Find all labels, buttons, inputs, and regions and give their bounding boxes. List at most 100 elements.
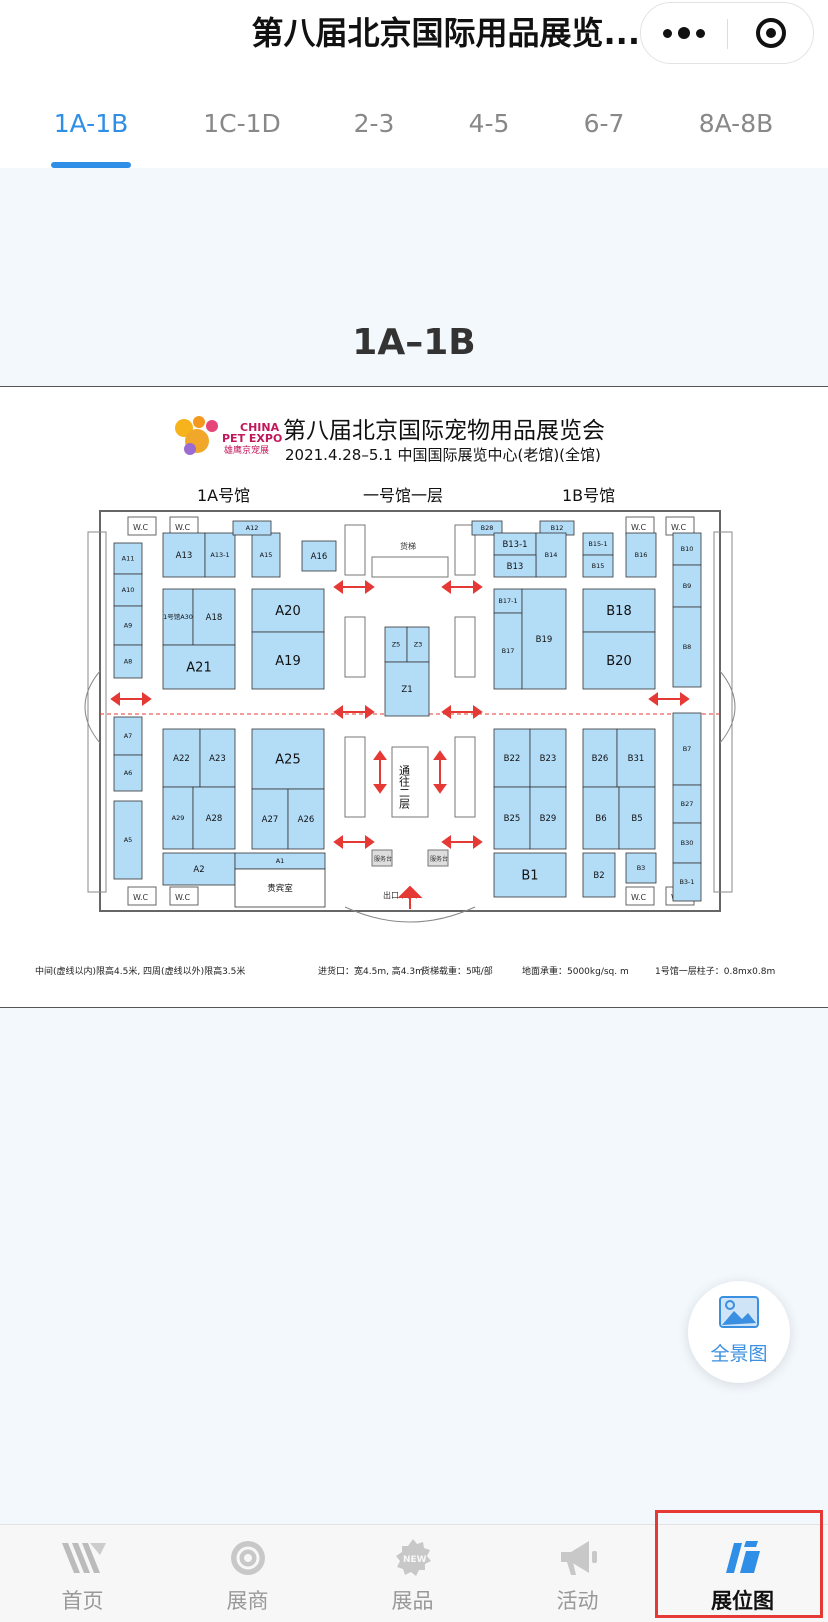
booth-b16[interactable] — [625, 532, 657, 578]
more-options-button[interactable] — [641, 3, 727, 63]
tab-4-5[interactable]: 4-5 — [468, 109, 510, 138]
booth-b13[interactable] — [493, 554, 537, 578]
wc-label: W.C — [175, 523, 191, 532]
booth-b2[interactable] — [582, 852, 616, 898]
booth--[interactable] — [234, 868, 326, 908]
expo-logo: CHINA PET EXPO 雄鹰京宠展 — [175, 416, 282, 456]
tab-exhibitors[interactable]: 展商 — [165, 1525, 330, 1622]
booth-b10[interactable] — [672, 532, 702, 566]
tab-2-3[interactable]: 2-3 — [353, 109, 395, 138]
booth-b30[interactable] — [672, 822, 702, 864]
wc-label: W.C — [133, 893, 149, 902]
booth-label: A6 — [124, 769, 133, 777]
booth-a6[interactable] — [113, 754, 143, 792]
booth-b23[interactable] — [529, 728, 567, 788]
logo-text: CHINA — [240, 421, 280, 434]
footer-note: 1号馆一层柱子：0.8mx0.8m — [655, 965, 775, 977]
booth-b1[interactable] — [493, 852, 567, 898]
booth-label: A13-1 — [210, 551, 229, 559]
booth-label: B3-1 — [679, 878, 694, 886]
booth-b18[interactable] — [582, 588, 656, 633]
booth-a8[interactable] — [113, 644, 143, 679]
booth-b3[interactable] — [625, 852, 657, 884]
booth-a5[interactable] — [113, 800, 143, 880]
booth-a25[interactable] — [251, 728, 325, 790]
booth-label: B18 — [606, 604, 631, 619]
booth-b31[interactable] — [616, 728, 656, 788]
logo-subtext: 雄鹰京宠展 — [224, 444, 269, 456]
tab-8a-8b[interactable]: 8A-8B — [698, 109, 774, 138]
wc-label: W.C — [133, 523, 149, 532]
booth-label: A21 — [186, 660, 211, 675]
red-arrow-icon — [373, 750, 387, 794]
tab-6-7[interactable]: 6-7 — [583, 109, 625, 138]
booth-b15[interactable] — [582, 554, 614, 578]
booth-label: A28 — [206, 814, 223, 824]
map-subtitle: 2021.4.28–5.1 中国国际展览中心(老馆)(全馆) — [285, 446, 601, 464]
wc-label: W.C — [631, 893, 647, 902]
booth-b3-1[interactable] — [672, 862, 702, 902]
tab-1c-1d[interactable]: 1C-1D — [203, 109, 281, 138]
booth-a12[interactable] — [232, 520, 272, 536]
booth-b27[interactable] — [672, 784, 702, 824]
more-dot-icon — [663, 28, 672, 38]
booth-a28[interactable] — [192, 786, 236, 850]
booth-a7[interactable] — [113, 716, 143, 756]
booth-a21[interactable] — [162, 644, 236, 690]
booth-1-a30[interactable] — [162, 588, 194, 646]
booth-a29[interactable] — [162, 786, 194, 850]
tab-home[interactable]: 首页 — [0, 1525, 165, 1622]
red-arrow-icon — [441, 705, 483, 719]
booth-label: B5 — [631, 814, 642, 824]
booth-a26[interactable] — [287, 788, 325, 850]
top-navigation-bar: 第八届北京国际用品展览... 1A-1B 1C-1D 2-3 4-5 6-7 8… — [0, 0, 828, 168]
booth-a19[interactable] — [251, 631, 325, 690]
close-mini-program-button[interactable] — [728, 3, 814, 63]
booth-a23[interactable] — [199, 728, 236, 788]
booth-b6[interactable] — [582, 786, 620, 850]
booth-a10[interactable] — [113, 573, 143, 607]
booth-label: 1号馆A30 — [163, 612, 193, 621]
booth-a15[interactable] — [251, 532, 281, 578]
booth-b7[interactable] — [672, 712, 702, 786]
booth-b28[interactable] — [471, 520, 503, 536]
stairs-up-label: 通往二层 — [398, 765, 411, 810]
booth-map-icon — [726, 1541, 760, 1573]
booth-label: B31 — [628, 754, 645, 764]
floor-plan-image[interactable]: CHINA PET EXPO 雄鹰京宠展 第八届北京国际宠物用品展览会 2021… — [0, 386, 828, 1008]
booth-b5[interactable] — [618, 786, 656, 850]
booth-b29[interactable] — [529, 786, 567, 850]
booth-a18[interactable] — [192, 588, 236, 646]
booth-b9[interactable] — [672, 564, 702, 608]
booth-label: B12 — [551, 524, 564, 532]
tab-booth-map[interactable]: 展位图 — [660, 1525, 825, 1622]
booth-a20[interactable] — [251, 588, 325, 633]
booth-a16[interactable] — [301, 540, 337, 572]
booth-a22[interactable] — [162, 728, 201, 788]
booth-a27[interactable] — [251, 788, 289, 850]
booth-b17[interactable] — [493, 612, 523, 690]
booth-b26[interactable] — [582, 728, 618, 788]
red-arrows-layer — [110, 580, 690, 909]
booth-a13-1[interactable] — [204, 532, 236, 578]
booth-z1[interactable] — [384, 661, 430, 717]
booth-b8[interactable] — [672, 606, 702, 688]
panorama-button[interactable]: 全景图 — [688, 1281, 790, 1383]
svg-text:NEW: NEW — [403, 1555, 427, 1565]
booth-b25[interactable] — [493, 786, 531, 850]
tab-events[interactable]: 活动 — [495, 1525, 660, 1622]
booth-a13[interactable] — [162, 532, 206, 578]
booth-b20[interactable] — [582, 631, 656, 690]
mini-program-capsule — [640, 2, 814, 64]
tab-1a-1b[interactable]: 1A-1B — [53, 109, 129, 138]
booth-b14[interactable] — [535, 532, 567, 578]
tab-products[interactable]: NEW 展品 — [330, 1525, 495, 1622]
exhibitor-badge-icon — [231, 1541, 265, 1575]
booth-label: B26 — [592, 754, 609, 764]
booth-b19[interactable] — [521, 588, 567, 690]
booth-a9[interactable] — [113, 605, 143, 646]
wc-label: W.C — [175, 893, 191, 902]
hall-label-right: 1B号馆 — [562, 486, 615, 505]
red-arrow-icon — [441, 835, 483, 849]
booth-label: B28 — [481, 524, 494, 532]
